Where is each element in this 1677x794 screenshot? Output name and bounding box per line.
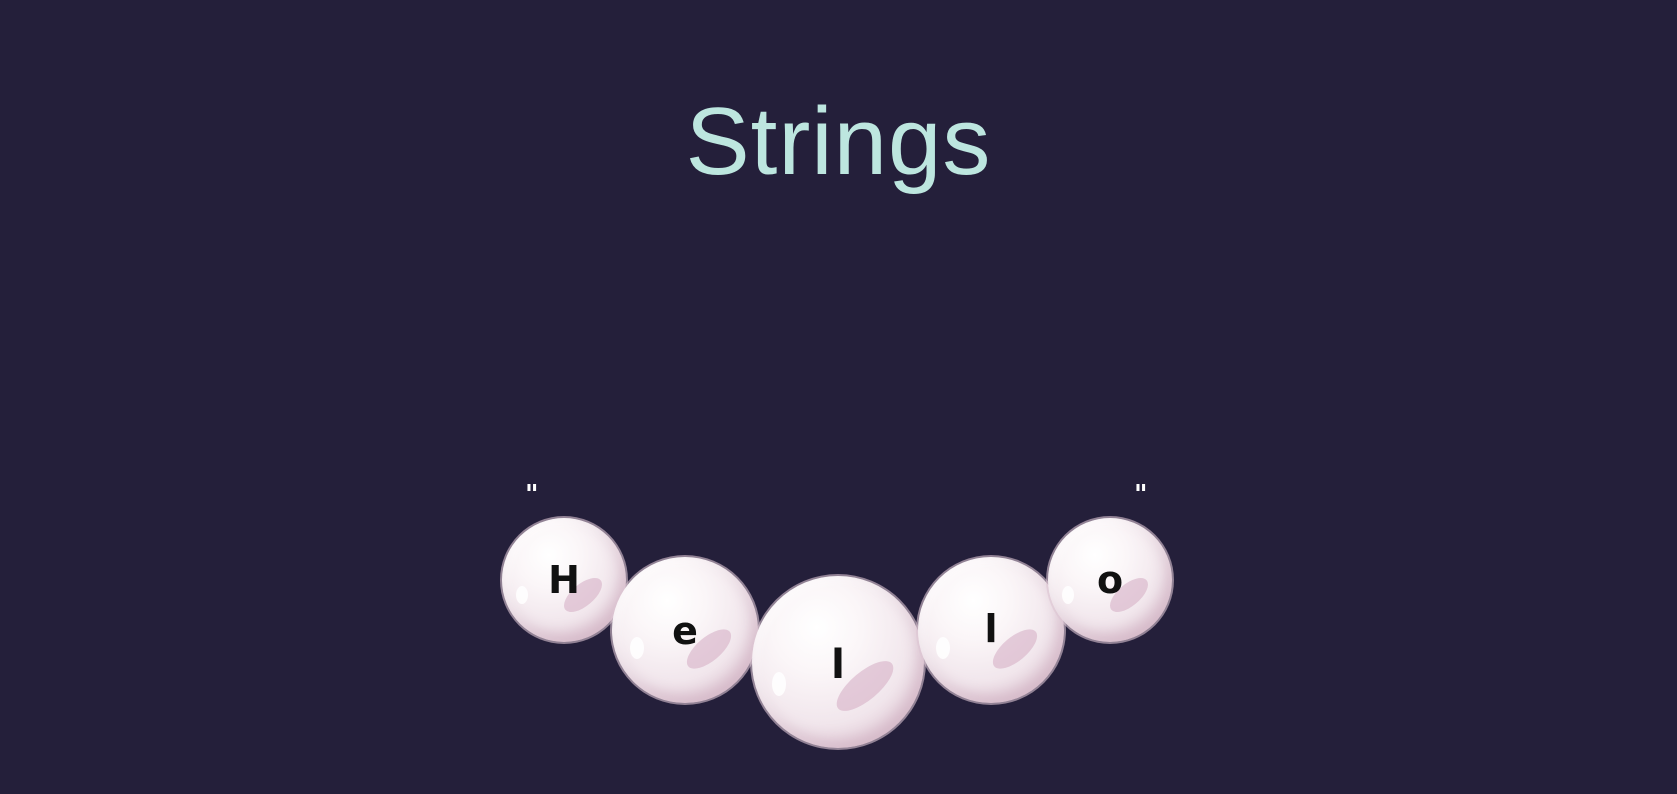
pearl-glint [936, 637, 950, 659]
pearl-h: H [502, 518, 626, 642]
pearl-l-first: l [752, 576, 924, 748]
pearl-glint [1062, 586, 1074, 604]
pearl-glint [630, 637, 644, 659]
pearl-letter: H [548, 558, 580, 602]
slide-title: Strings [685, 88, 992, 195]
pearl-e: e [612, 557, 758, 703]
pearl-glint [516, 586, 528, 604]
pearl-letter: l [831, 642, 845, 688]
closing-quote-mark: " [1134, 480, 1148, 510]
pearl-glint [772, 672, 786, 696]
pearl-l-second: l [918, 557, 1064, 703]
pearl-letter: e [672, 609, 698, 653]
pearl-letter: l [984, 607, 998, 651]
pearl-letter: o [1096, 558, 1124, 602]
pearl-o: o [1048, 518, 1172, 642]
opening-quote-mark: " [525, 480, 539, 510]
